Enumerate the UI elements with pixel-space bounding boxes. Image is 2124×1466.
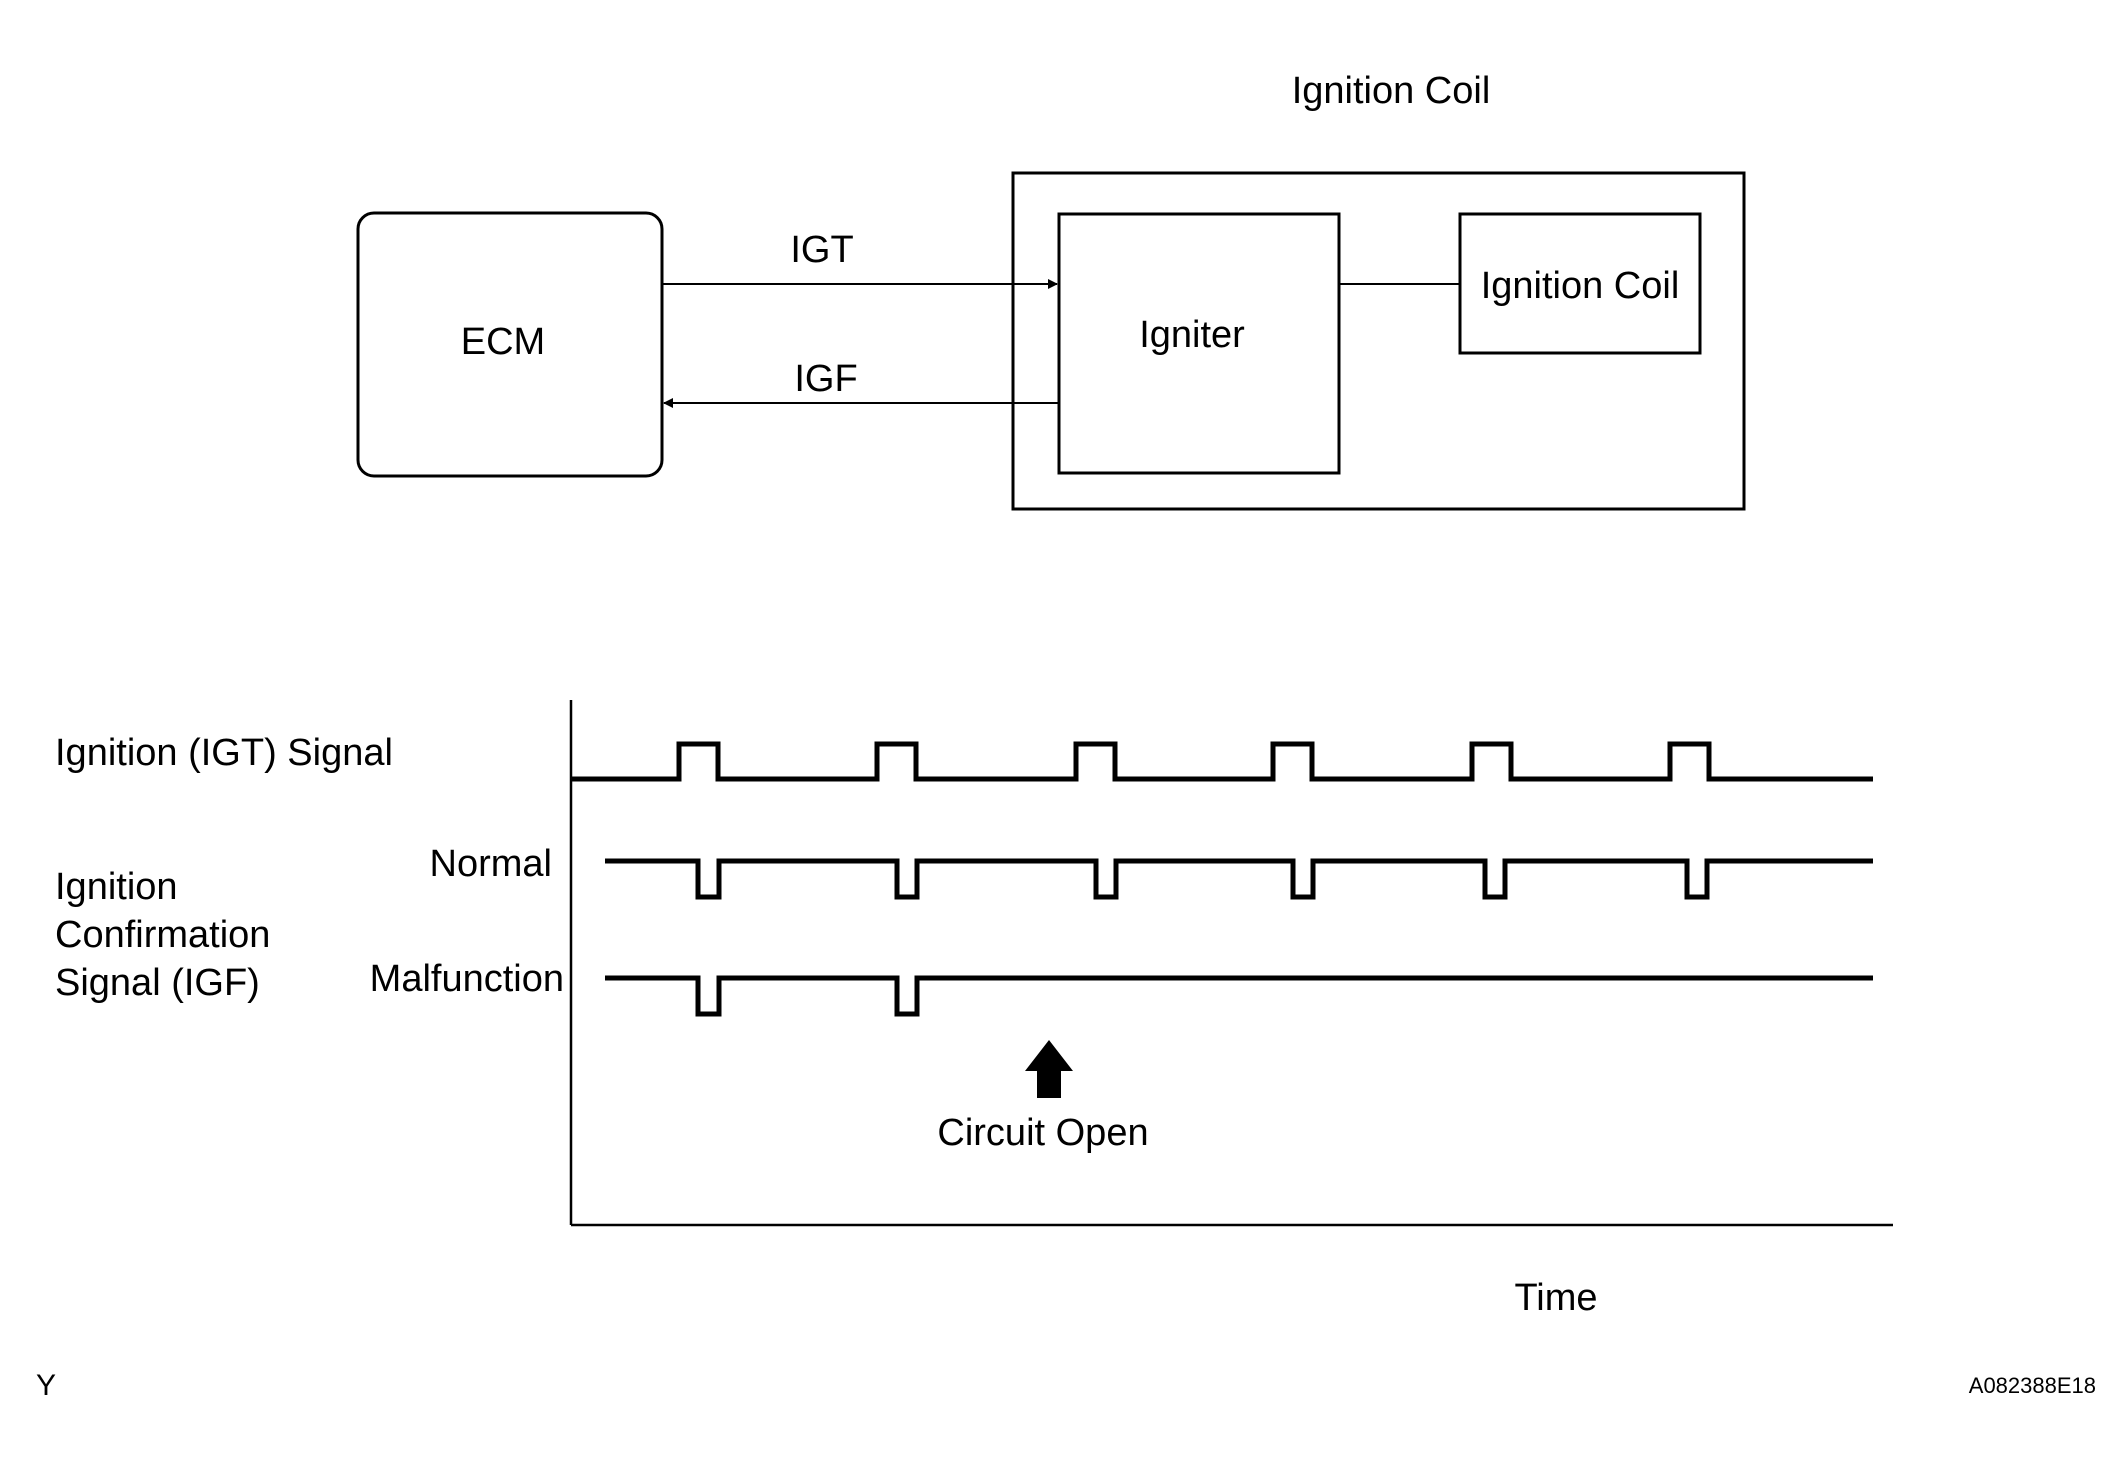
- ignition-coil-assembly-box: [1011, 171, 1746, 511]
- igf-malfunction-waveform: [605, 975, 1873, 1017]
- igt-waveform: [571, 741, 1873, 782]
- time-axis-label: Time: [1514, 1277, 1597, 1319]
- igf-group-label-line3: Signal (IGF): [55, 962, 260, 1004]
- igt-signal-label: Ignition (IGT) Signal: [55, 732, 393, 774]
- assembly-title: Ignition Coil: [1292, 70, 1491, 112]
- igniter-label: Igniter: [1139, 314, 1245, 356]
- circuit-open-label: Circuit Open: [937, 1112, 1148, 1154]
- igniter-box: [1057, 212, 1341, 475]
- igf-normal-waveform: [605, 858, 1873, 900]
- igf-label: IGF: [794, 358, 857, 400]
- footer-left-code: Y: [36, 1369, 56, 1402]
- normal-label: Normal: [430, 843, 552, 885]
- coil-label: Ignition Coil: [1481, 265, 1680, 307]
- circuit-open-arrow: [1025, 1040, 1073, 1098]
- figure-id: A082388E18: [1969, 1373, 2096, 1398]
- ecm-box: [356, 211, 664, 478]
- igf-group-label-line2: Confirmation: [55, 914, 270, 956]
- igt-label: IGT: [790, 229, 853, 271]
- igf-group-label-line1: Ignition: [55, 866, 178, 908]
- malfunction-label: Malfunction: [370, 958, 564, 1000]
- ecm-label: ECM: [461, 321, 545, 363]
